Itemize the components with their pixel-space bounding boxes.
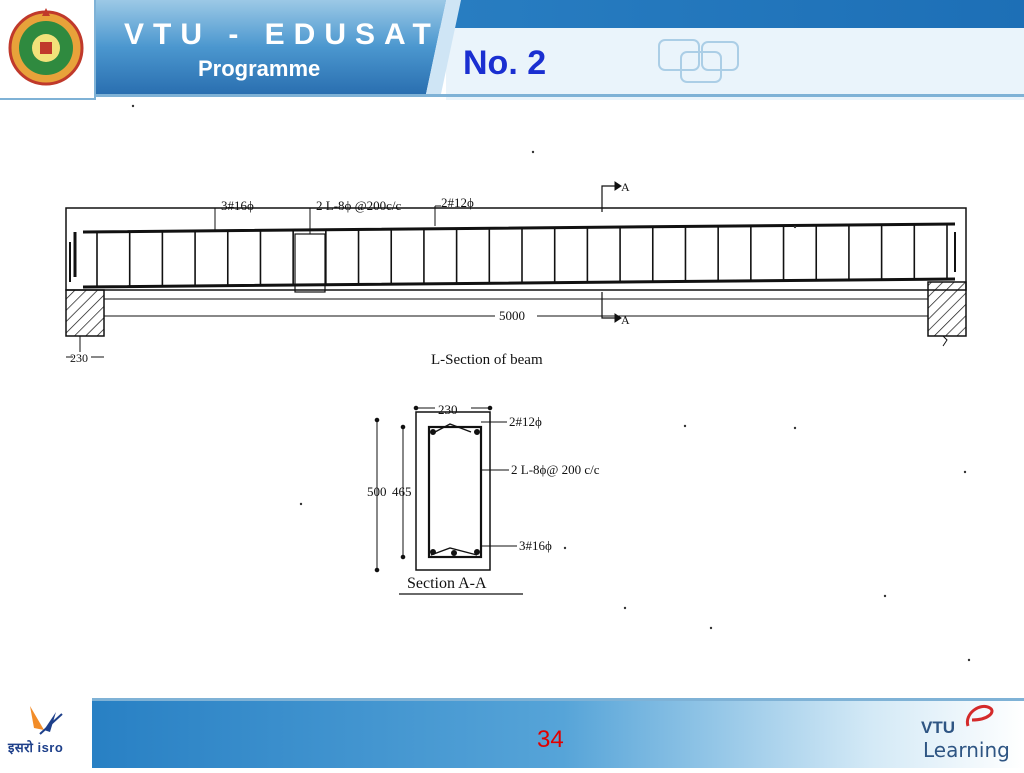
page-number: 34	[537, 726, 564, 753]
slide-header: VTU - EDUSAT Programme No. 2	[0, 0, 1024, 100]
brand-subtitle: Programme	[198, 56, 321, 81]
l-section	[65, 181, 967, 358]
brand-title: VTU - EDUSAT	[124, 18, 440, 51]
vtu-logo	[0, 0, 96, 100]
stirrups-label: 2 L-8ϕ @200c/c	[316, 198, 401, 213]
cross-section	[374, 405, 523, 595]
cs-width-label: 230	[438, 402, 458, 417]
support-width-label: 230	[70, 351, 88, 365]
l-section-caption: L-Section of beam	[431, 352, 543, 368]
left-support	[65, 289, 105, 337]
cs-bottom-bars-label: 3#16ϕ	[519, 538, 552, 553]
isro-logo	[0, 698, 92, 768]
section-mark-bottom: A	[621, 313, 630, 327]
decorative-squares-icon	[658, 39, 739, 83]
stirrups	[96, 224, 948, 287]
section-mark-top: A	[621, 180, 630, 194]
cs-overall-depth-label: 500	[367, 484, 387, 499]
scan-dots	[131, 104, 971, 662]
slide-label: No. 2	[463, 44, 547, 82]
vtu-label: VTU	[921, 718, 955, 737]
header-banner	[96, 0, 1024, 100]
bottom-bars-label: 3#16ϕ	[221, 198, 254, 213]
top-bars-label: 2#12ϕ	[441, 195, 474, 210]
slide-footer: इसरो isro 34 VTU Learning	[0, 698, 1024, 768]
cs-stirrups-label: 2 L-8ϕ@ 200 c/c	[511, 462, 600, 477]
cs-top-bars-label: 2#12ϕ	[509, 414, 542, 429]
vtu-elearning-e-icon	[965, 705, 994, 727]
right-support	[927, 281, 967, 337]
learning-label: Learning	[923, 738, 1010, 762]
footer-banner	[0, 698, 1024, 768]
section-caption: Section A-A	[407, 575, 487, 592]
isro-label: इसरो isro	[8, 740, 64, 755]
beam-drawing: 3#16ϕ 2 L-8ϕ @200c/c 2#12ϕ A A 5000 230 …	[65, 104, 971, 662]
cs-effective-depth-label: 465	[392, 484, 412, 499]
span-label: 5000	[499, 308, 525, 323]
